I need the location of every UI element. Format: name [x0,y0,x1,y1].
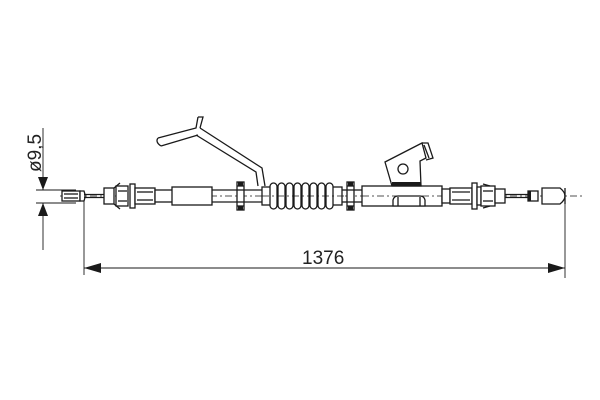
sheath-section-2 [361,185,443,207]
length-label: 1376 [302,248,344,269]
left-end-fitting [61,190,104,275]
grommet-1 [236,181,262,211]
sheath-section-1 [171,186,239,206]
right-end-fitting [505,187,566,278]
bracket-hole [397,163,409,175]
right-sheath-ferrule [441,182,506,210]
spring-section [261,182,345,210]
grommet-2 [342,181,362,211]
mounting-bracket-plate [384,142,434,187]
left-sheath-ferrule [103,182,174,210]
length-dimension: 1376 [84,248,565,273]
diameter-label: ø9,5 [25,134,46,172]
diameter-dimension: ø9,5 [25,128,76,250]
mounting-bracket-wire [156,116,266,187]
